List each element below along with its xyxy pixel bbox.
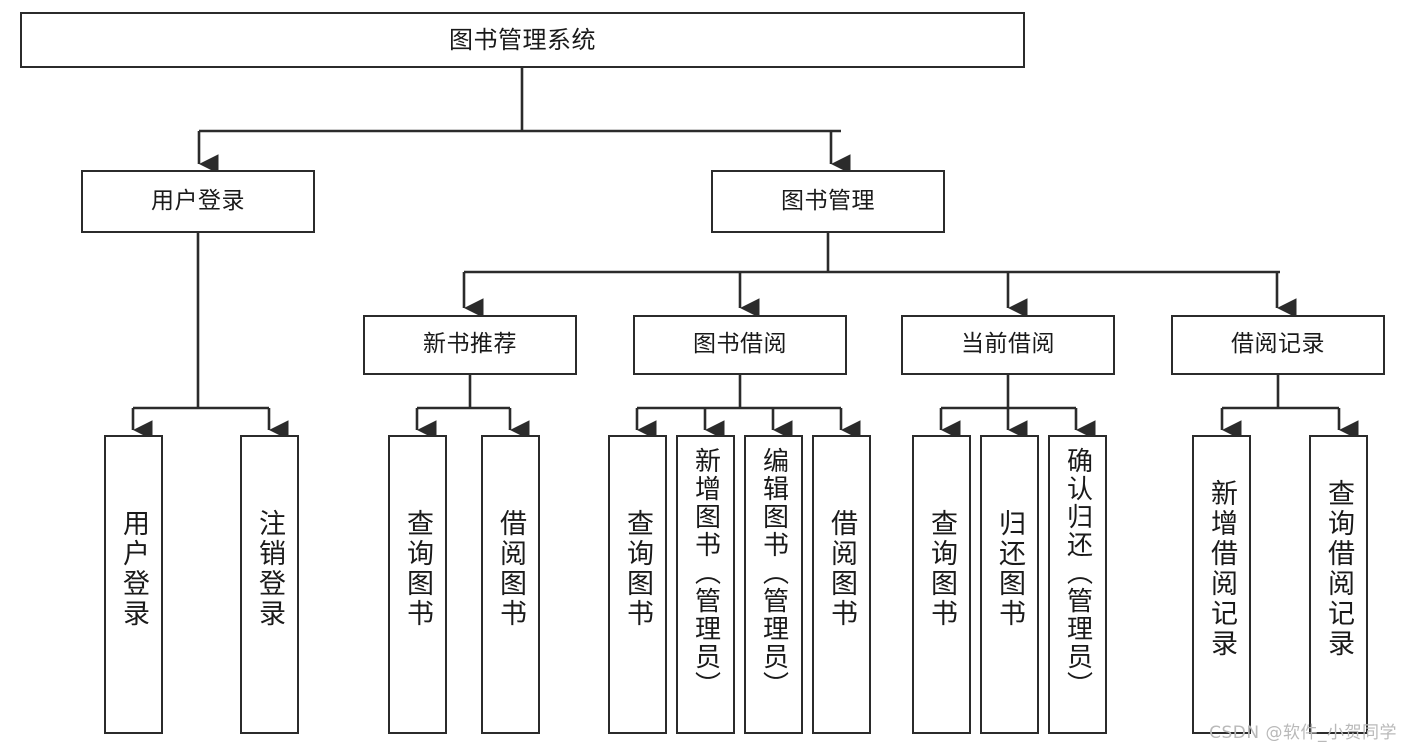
node-book-management-label: 图书管理 [781,187,875,214]
leaf-label: 查询图书 [926,509,957,629]
node-book-borrow[interactable]: 图书借阅 [633,315,847,375]
leaf-label: 借阅图书 [826,509,857,629]
leaf-record-add-record[interactable]: 新增借阅记录 [1192,435,1251,734]
leaf-current-query-book[interactable]: 查询图书 [912,435,971,734]
node-borrow-record[interactable]: 借阅记录 [1171,315,1385,375]
node-user-login-label: 用户登录 [151,187,245,214]
leaf-label: 归还图书 [994,509,1025,629]
leaf-label: 新增图书（管理员） [690,447,721,699]
leaf-label: 查询图书 [622,509,653,629]
node-book-borrow-label: 图书借阅 [693,331,787,358]
leaf-user-login-login[interactable]: 用户登录 [104,435,163,734]
leaf-label: 确认归还（管理员） [1062,447,1093,699]
node-root-label: 图书管理系统 [449,25,596,54]
node-new-book-recommend[interactable]: 新书推荐 [363,315,577,375]
leaf-label: 借阅图书 [495,509,526,629]
node-root[interactable]: 图书管理系统 [20,12,1025,68]
leaf-label: 新增借阅记录 [1206,479,1237,659]
leaf-borrow-borrow-book[interactable]: 借阅图书 [812,435,871,734]
leaf-label: 查询图书 [402,509,433,629]
leaf-label: 用户登录 [118,509,149,629]
leaf-current-confirm-return-admin[interactable]: 确认归还（管理员） [1048,435,1107,734]
leaf-label: 注销登录 [254,509,285,629]
watermark: CSDN @软件_小贺同学 [1209,723,1397,743]
leaf-record-query-record[interactable]: 查询借阅记录 [1309,435,1368,734]
node-book-management[interactable]: 图书管理 [711,170,945,233]
node-new-book-recommend-label: 新书推荐 [423,331,517,358]
leaf-borrow-query-book[interactable]: 查询图书 [608,435,667,734]
leaf-user-login-logout[interactable]: 注销登录 [240,435,299,734]
node-user-login[interactable]: 用户登录 [81,170,315,233]
node-borrow-record-label: 借阅记录 [1231,331,1325,358]
leaf-current-return-book[interactable]: 归还图书 [980,435,1039,734]
leaf-new-book-query[interactable]: 查询图书 [388,435,447,734]
node-current-borrow-label: 当前借阅 [961,331,1055,358]
node-current-borrow[interactable]: 当前借阅 [901,315,1115,375]
leaf-borrow-edit-book-admin[interactable]: 编辑图书（管理员） [744,435,803,734]
leaf-borrow-add-book-admin[interactable]: 新增图书（管理员） [676,435,735,734]
leaf-label: 查询借阅记录 [1323,479,1354,659]
leaf-label: 编辑图书（管理员） [758,447,789,699]
leaf-new-book-borrow[interactable]: 借阅图书 [481,435,540,734]
